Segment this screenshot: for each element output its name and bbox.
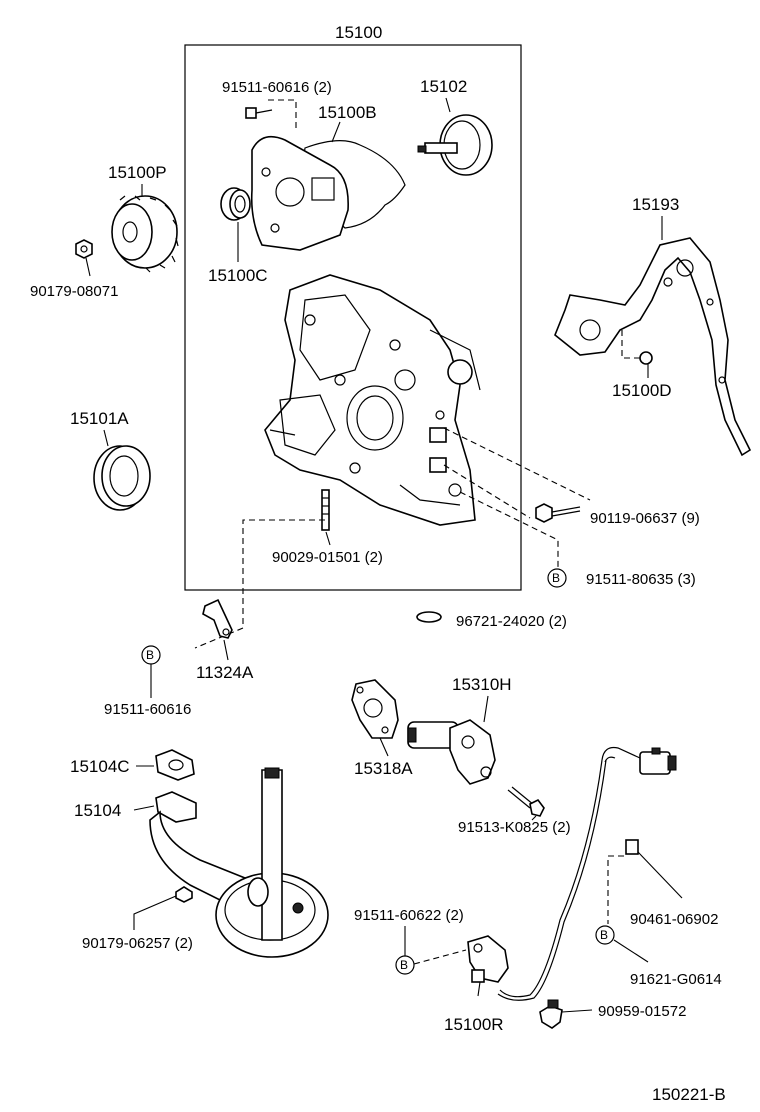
label-91511-80635: 91511-80635 (3): [586, 571, 696, 588]
label-90029-01501: 90029-01501 (2): [272, 549, 383, 566]
label-90179-06257: 90179-06257 (2): [82, 935, 193, 952]
plug-15100D: [639, 351, 653, 365]
gear-15100P: [111, 195, 179, 273]
ref-marker-b-2-text: B: [146, 648, 154, 662]
sensor-connector: [639, 751, 671, 775]
gasket-15193: [554, 237, 752, 457]
label-15100P: 15100P: [108, 163, 167, 182]
leader-bolt-top: [268, 99, 297, 130]
ref-marker-b-1-text: B: [552, 571, 560, 585]
bracket-11324A: [202, 598, 233, 639]
seal-15100C: [220, 187, 251, 221]
label-91511-60616-2: 91511-60616 (2): [222, 79, 332, 96]
ref-marker-b-4: [395, 955, 415, 975]
oil-pump-cover: [250, 135, 349, 251]
label-91621-G0614: 91621-G0614: [630, 971, 722, 988]
label-96721-24020: 96721-24020 (2): [456, 613, 567, 630]
ref-marker-b-4-text: B: [400, 958, 408, 972]
timing-chain-cover: [264, 274, 481, 526]
leader-90119-mid: [443, 464, 531, 519]
leader-15100D: [621, 330, 640, 359]
label-90959-01572: 90959-01572: [598, 1003, 686, 1020]
ref-marker-b-3-text: B: [600, 928, 608, 942]
bolt-91511-60616: [245, 107, 273, 119]
label-15104: 15104: [74, 801, 121, 820]
label-90179-08071: 90179-08071: [30, 283, 118, 300]
stud-90029-01501: [321, 489, 330, 531]
ocv-15310H: [407, 719, 496, 785]
label-15100C: 15100C: [208, 266, 268, 285]
bolt-90119-06637: [535, 503, 581, 523]
assembly-15100-box: [184, 44, 522, 591]
leader-stud-bracket: [194, 519, 325, 649]
sensor-15100R: [467, 935, 509, 983]
diagram-id: 150221-B: [652, 1085, 726, 1104]
leader-90119-top: [443, 427, 591, 501]
leader-91511-80635: [459, 491, 559, 568]
leader-clamp: [607, 855, 624, 924]
label-15104C: 15104C: [70, 757, 130, 776]
leader-sensor: [413, 949, 467, 965]
cam-position-sensor-harness: [497, 746, 677, 1001]
clip-90959-01572: [539, 999, 563, 1029]
label-15100R: 15100R: [444, 1015, 504, 1034]
nut-90179-08071: [75, 239, 93, 259]
label-11324A: 11324A: [196, 663, 254, 682]
bolt-91513-K0825: [507, 786, 545, 817]
label-15100D: 15100D: [612, 381, 672, 400]
label-15193: 15193: [632, 195, 679, 214]
ref-marker-b-3: [595, 925, 615, 945]
rotor-15102: [417, 114, 493, 176]
nut-90179-06257: [175, 886, 193, 903]
label-15100: 15100: [335, 23, 382, 42]
label-91511-60616: 91511-60616: [104, 701, 191, 718]
oring-96721-24020: [416, 611, 442, 623]
strainer-15104: [149, 767, 329, 958]
label-15310H: 15310H: [452, 675, 512, 694]
label-15318A: 15318A: [354, 759, 413, 778]
label-90119-06637: 90119-06637 (9): [590, 510, 700, 527]
label-91511-60622: 91511-60622 (2): [354, 907, 464, 924]
label-15100B: 15100B: [318, 103, 377, 122]
clamp-90461-06902: [625, 839, 639, 855]
label-90461-06902: 90461-06902: [630, 911, 718, 928]
ref-marker-b-1: [547, 568, 567, 588]
gasket-15104C: [155, 749, 195, 781]
oil-seal-15101A: [93, 445, 151, 511]
label-15102: 15102: [420, 77, 467, 96]
label-91513-K0825: 91513-K0825 (2): [458, 819, 571, 836]
gasket-15318A: [351, 679, 399, 739]
label-15101A: 15101A: [70, 409, 129, 428]
